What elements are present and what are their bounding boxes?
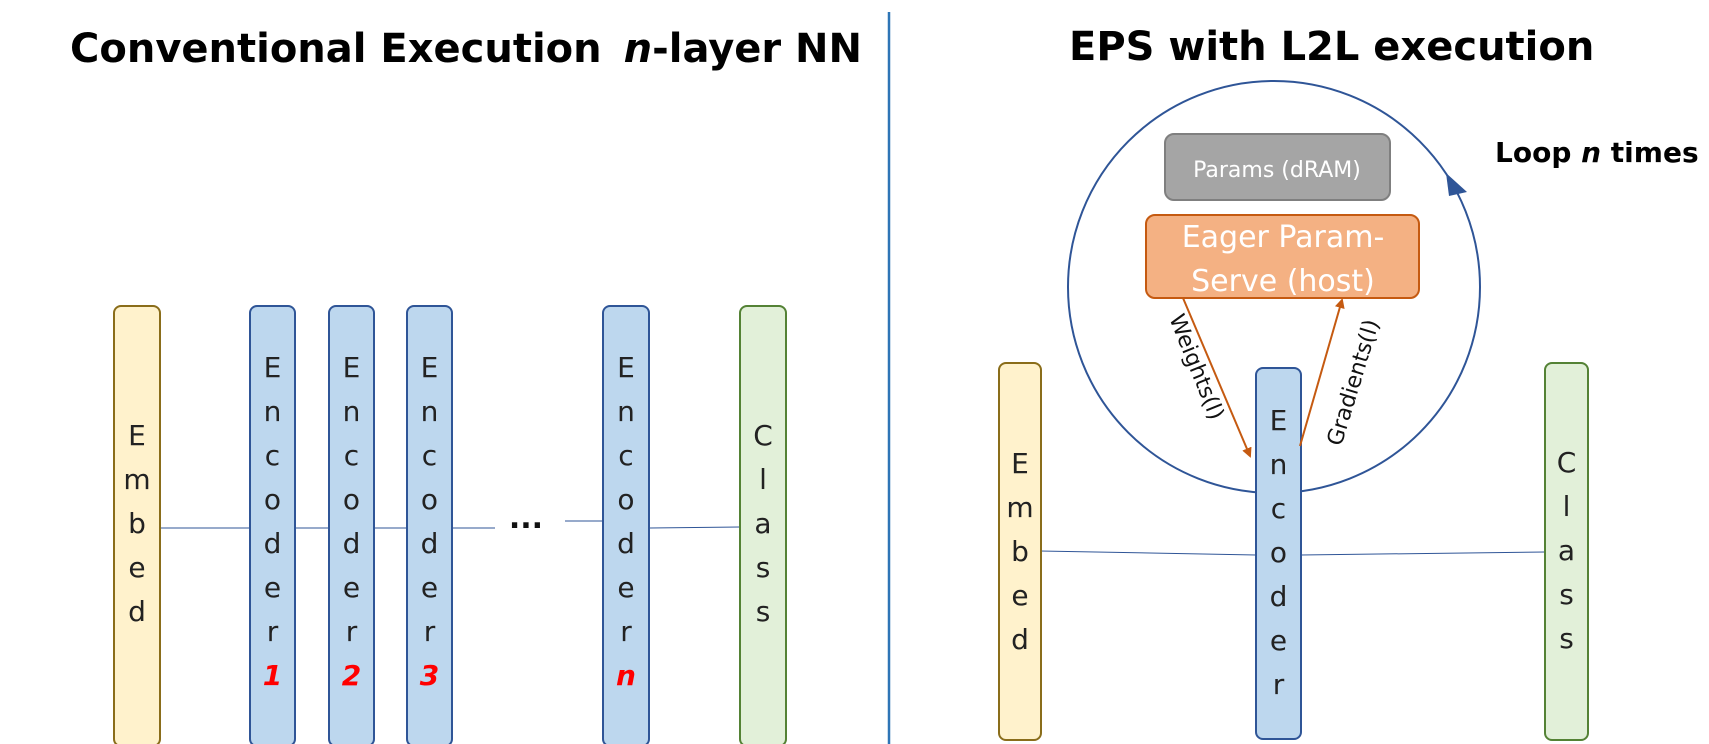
encoder-box [1255,367,1302,740]
encoder-index: 2 [342,659,361,692]
eps-box [1145,214,1420,299]
eps-label-line2: Serve (host) [1191,264,1375,299]
right-connectors [1039,550,1546,556]
ellipsis: ... [509,501,543,536]
params-box [1164,133,1391,201]
weights-arrow [1182,297,1252,458]
encoder-box [328,305,375,744]
embed-box [113,305,161,744]
encoder-index: 3 [420,659,439,692]
loop-label: Loop n times [1495,136,1699,169]
left-connectors [161,520,741,529]
class-box [739,305,787,744]
encoder-box [602,305,650,744]
encoder-box [249,305,296,744]
encoder-index: n [616,659,636,692]
encoder-index: 1 [263,659,282,692]
encoder-box [406,305,453,744]
eps-label-line1: Eager Param- [1182,220,1385,255]
class-box [1544,362,1589,741]
right-title: EPS with L2L execution [1069,24,1594,70]
loop-arrowhead [1446,173,1467,196]
embed-box [998,362,1042,741]
params-label: Params (dRAM) [1193,158,1361,183]
gradients-arrow [1299,298,1345,447]
